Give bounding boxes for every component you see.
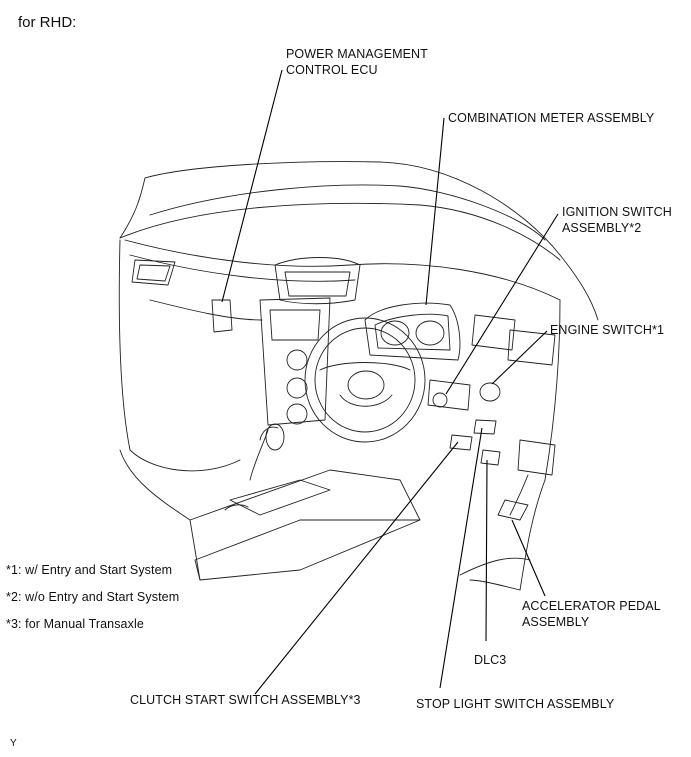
leader-engine-switch bbox=[491, 330, 548, 385]
footnote-2: *2: w/o Entry and Start System bbox=[6, 590, 180, 604]
leader-stop-light bbox=[439, 427, 483, 689]
label-combination-meter: COMBINATION METER ASSEMBLY bbox=[448, 111, 655, 125]
leader-accelerator bbox=[511, 519, 546, 597]
corner-mark: Y bbox=[10, 738, 17, 749]
label-clutch-start-switch: CLUTCH START SWITCH ASSEMBLY*3 bbox=[130, 693, 361, 707]
leader-dlc3 bbox=[485, 459, 488, 642]
leader-ignition-switch bbox=[445, 213, 559, 395]
leader-clutch-start bbox=[254, 441, 459, 695]
leader-combination-meter bbox=[425, 117, 445, 306]
footnote-1: *1: w/ Entry and Start System bbox=[6, 563, 173, 577]
diagram-header: for RHD: bbox=[18, 14, 77, 31]
label-dlc3: DLC3 bbox=[474, 653, 507, 667]
label-engine-switch: ENGINE SWITCH*1 bbox=[550, 323, 665, 337]
footnote-3: *3: for Manual Transaxle bbox=[6, 617, 144, 631]
label-power-management-ecu: POWER MANAGEMENT CONTROL ECU bbox=[286, 47, 428, 77]
leader-power-ecu bbox=[221, 69, 283, 303]
label-stop-light-switch: STOP LIGHT SWITCH ASSEMBLY bbox=[416, 697, 615, 711]
label-ignition-switch: IGNITION SWITCH ASSEMBLY*2 bbox=[562, 205, 672, 235]
label-accelerator-pedal: ACCELERATOR PEDAL ASSEMBLY bbox=[522, 599, 661, 629]
